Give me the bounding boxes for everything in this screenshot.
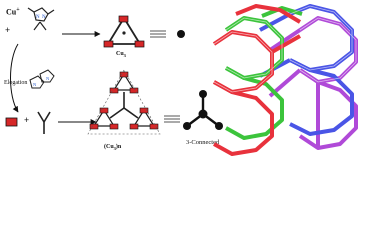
layer-number-2: 2 <box>238 52 241 57</box>
cu3-triangle-icon <box>103 15 145 48</box>
scheme-figure: N N N N <box>4 4 358 156</box>
interpenetrated-network-drawing: 1 2 3 4 5 6 7 8 <box>212 4 358 156</box>
plus-sign-top: + <box>5 25 11 35</box>
copper-ion-icon-bottom <box>5 117 18 127</box>
layer-number-3: 3 <box>238 78 241 83</box>
equivalence-sign-top <box>150 30 166 38</box>
svg-text:N: N <box>42 15 46 20</box>
elongation-label: Elogation <box>4 80 28 86</box>
svg-text:N: N <box>33 82 37 87</box>
cu3n-star-structure-icon <box>87 69 161 135</box>
layer-number-6: 6 <box>340 64 343 69</box>
layer-number-4: 4 <box>238 108 241 113</box>
layer-number-1: 1 <box>240 36 243 41</box>
layer-number-8: 8 <box>340 114 343 119</box>
equivalence-sign-bottom <box>164 115 180 123</box>
scheme-drawing: N N N N <box>5 7 223 135</box>
plus-sign-bottom: + <box>24 115 30 125</box>
elongation-arrow <box>10 43 19 113</box>
elongated-ligand-icon: N N <box>29 69 55 89</box>
svg-text:N: N <box>36 15 40 20</box>
svg-text:N: N <box>46 76 50 81</box>
three-connected-node-icon <box>183 90 223 130</box>
pyrazole-ligand-icon: N N <box>27 7 55 31</box>
network-layer-labels: 1 2 3 4 5 6 7 8 <box>238 36 343 119</box>
layer-number-7: 7 <box>340 96 343 101</box>
cu3-product-label: Cu3 <box>116 51 126 59</box>
cu-ion-label: Cu+ <box>6 7 20 17</box>
y-ligand-icon <box>37 111 51 134</box>
cu3n-product-label: (Cu3)n <box>104 144 122 152</box>
three-connected-label: 3-Connected <box>186 139 220 146</box>
layer-number-5: 5 <box>340 36 343 41</box>
node-dot-icon <box>177 30 185 38</box>
